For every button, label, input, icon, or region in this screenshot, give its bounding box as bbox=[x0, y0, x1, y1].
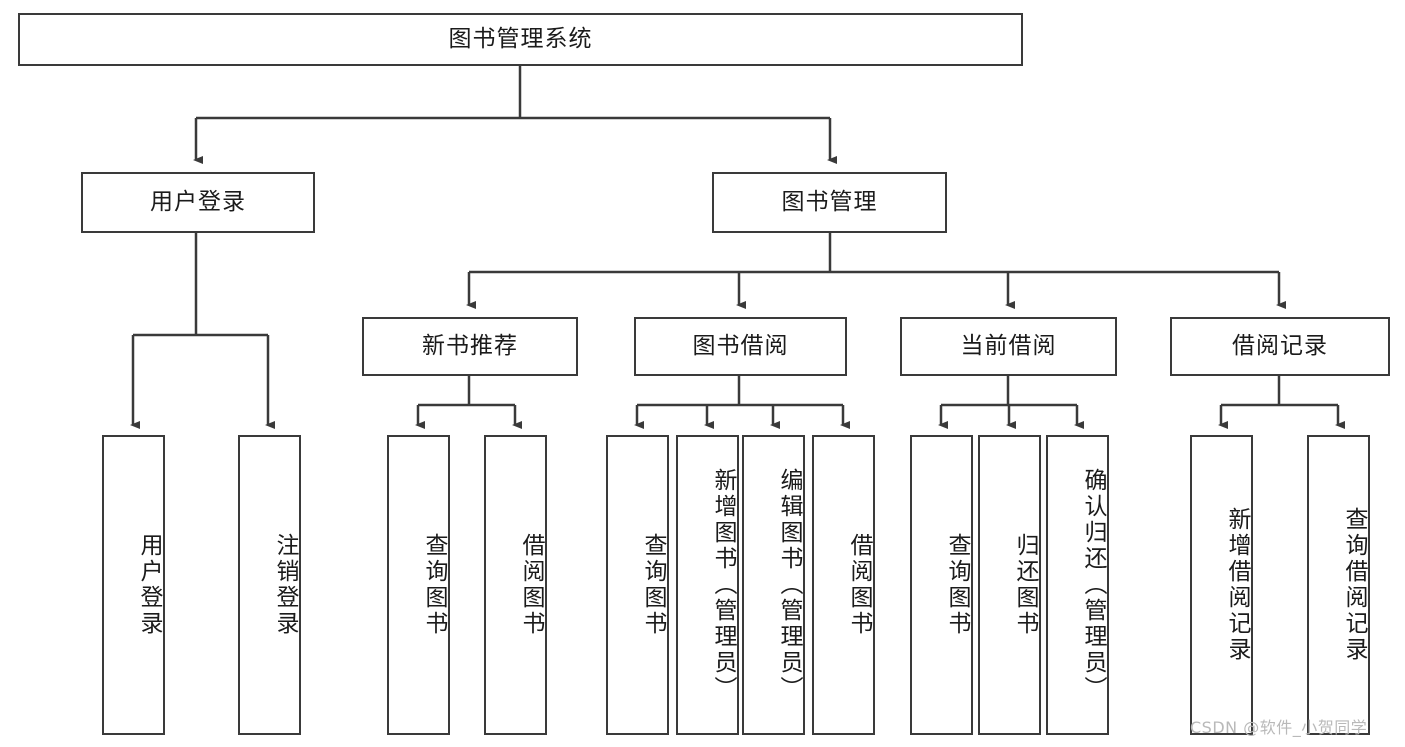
node-new-book-recommend-label: 新书推荐 bbox=[422, 332, 518, 359]
leaf-borrow-query-book[interactable]: 查询图书 bbox=[606, 435, 669, 735]
node-user-login-label: 用户登录 bbox=[150, 188, 246, 215]
node-root[interactable]: 图书管理系统 bbox=[18, 13, 1023, 66]
watermark: CSDN @软件_小贺同学 bbox=[1190, 714, 1367, 738]
leaf-borrow-borrow-book-label: 借阅图书 bbox=[846, 533, 872, 637]
leaf-current-confirm-return[interactable]: 确认归还（管理员） bbox=[1046, 435, 1109, 735]
leaf-current-confirm-return-label: 确认归还（管理员） bbox=[1080, 468, 1106, 702]
node-borrow-record[interactable]: 借阅记录 bbox=[1170, 317, 1390, 376]
leaf-record-query[interactable]: 查询借阅记录 bbox=[1307, 435, 1370, 735]
leaf-logout[interactable]: 注销登录 bbox=[238, 435, 301, 735]
leaf-borrow-edit-book[interactable]: 编辑图书（管理员） bbox=[742, 435, 805, 735]
leaf-current-return-book[interactable]: 归还图书 bbox=[978, 435, 1041, 735]
node-new-book-recommend[interactable]: 新书推荐 bbox=[362, 317, 578, 376]
leaf-recommend-borrow-book[interactable]: 借阅图书 bbox=[484, 435, 547, 735]
node-book-management-label: 图书管理 bbox=[781, 188, 878, 215]
leaf-recommend-query-book[interactable]: 查询图书 bbox=[387, 435, 450, 735]
leaf-user-login-label: 用户登录 bbox=[136, 533, 162, 637]
node-current-borrow-label: 当前借阅 bbox=[960, 332, 1057, 359]
leaf-borrow-query-book-label: 查询图书 bbox=[640, 533, 666, 637]
node-user-login[interactable]: 用户登录 bbox=[81, 172, 315, 233]
leaf-current-query-book[interactable]: 查询图书 bbox=[910, 435, 973, 735]
leaf-recommend-borrow-book-label: 借阅图书 bbox=[518, 533, 544, 637]
leaf-borrow-add-book[interactable]: 新增图书（管理员） bbox=[676, 435, 739, 735]
leaf-recommend-query-book-label: 查询图书 bbox=[421, 533, 447, 637]
node-root-label: 图书管理系统 bbox=[448, 25, 593, 52]
node-book-management[interactable]: 图书管理 bbox=[712, 172, 947, 233]
leaf-current-query-book-label: 查询图书 bbox=[944, 533, 970, 637]
leaf-borrow-borrow-book[interactable]: 借阅图书 bbox=[812, 435, 875, 735]
node-borrow-record-label: 借阅记录 bbox=[1232, 332, 1328, 359]
leaf-record-add-label: 新增借阅记录 bbox=[1224, 507, 1250, 663]
leaf-borrow-edit-book-label: 编辑图书（管理员） bbox=[776, 468, 802, 702]
node-book-borrow-label: 图书借阅 bbox=[692, 332, 789, 359]
leaf-user-login[interactable]: 用户登录 bbox=[102, 435, 165, 735]
leaf-record-add[interactable]: 新增借阅记录 bbox=[1190, 435, 1253, 735]
node-current-borrow[interactable]: 当前借阅 bbox=[900, 317, 1117, 376]
leaf-borrow-add-book-label: 新增图书（管理员） bbox=[710, 468, 736, 702]
leaf-current-return-book-label: 归还图书 bbox=[1012, 533, 1038, 637]
watermark-text: CSDN @软件_小贺同学 bbox=[1190, 718, 1368, 737]
leaf-record-query-label: 查询借阅记录 bbox=[1341, 507, 1367, 663]
node-book-borrow[interactable]: 图书借阅 bbox=[634, 317, 847, 376]
leaf-logout-label: 注销登录 bbox=[272, 533, 298, 637]
